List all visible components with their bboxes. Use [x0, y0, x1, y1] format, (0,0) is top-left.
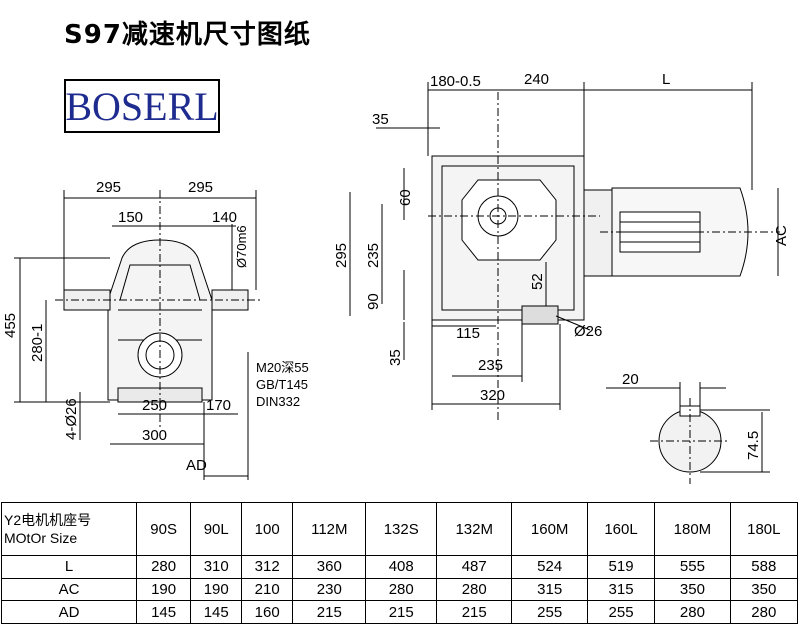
table-row: AC 190 190 210 230 280 280 315 315 350 3…: [1, 577, 799, 602]
table-cell: 315: [586, 577, 656, 602]
side-dim-235: 235: [365, 243, 382, 268]
size-cell: 180L: [729, 502, 799, 556]
side-dim-115: 115: [456, 325, 480, 342]
front-shaft-diameter: Ø70m6: [234, 225, 249, 268]
front-view: [14, 190, 260, 480]
front-note-3: DIN332: [256, 394, 300, 409]
front-dim-455: 455: [2, 313, 19, 338]
side-dim-ac: AC: [773, 225, 790, 246]
front-dim-295-right: 295: [188, 179, 213, 196]
front-note-1: M20深55: [256, 360, 309, 375]
table-cell: 555: [654, 555, 731, 579]
shaft-height: 74.5: [745, 431, 762, 460]
side-dim-90: 90: [365, 293, 382, 310]
table-cell: 280: [135, 555, 192, 579]
table-cell: 215: [365, 600, 438, 624]
table-cell: 190: [135, 577, 192, 602]
table-cell: 280: [365, 577, 438, 602]
size-cell: 90S: [135, 502, 192, 556]
table-row: L 280 310 312 360 408 487 524 519 555 58…: [1, 555, 799, 579]
size-cell: 132M: [436, 502, 513, 556]
front-dim-ad: AD: [186, 457, 207, 474]
table-cell: 280: [654, 600, 731, 624]
side-dim-52: 52: [529, 273, 546, 290]
side-dim-35-top: 35: [372, 111, 389, 128]
table-cell: 280: [729, 600, 799, 624]
size-cell: 132S: [365, 502, 438, 556]
side-hole-diameter: Ø26: [574, 323, 602, 340]
table-cell: 408: [365, 555, 438, 579]
table-cell: 487: [436, 555, 513, 579]
table-cell: 524: [511, 555, 588, 579]
table-cell: 145: [190, 600, 243, 624]
table-cell: 350: [654, 577, 731, 602]
shaft-section: [606, 382, 770, 484]
table-cell: 519: [586, 555, 656, 579]
shaft-key-width: 20: [622, 371, 639, 388]
table-header-row: Y2电机机座号 MOtOr Size 90S 90L 100 112M 132S…: [1, 502, 799, 556]
side-dim-235-bottom: 235: [478, 357, 503, 374]
page-title: S97减速机尺寸图纸: [64, 20, 311, 50]
table-cell: 145: [135, 600, 192, 624]
table-cell: 160: [241, 600, 294, 624]
table-cell: 230: [292, 577, 367, 602]
table-header-label: Y2电机机座号 MOtOr Size: [1, 502, 137, 556]
front-dim-170: 170: [206, 397, 231, 414]
front-dim-280: 280-1: [29, 324, 46, 362]
side-dim-180: 180-0.5: [430, 73, 481, 90]
row-label: AD: [1, 600, 137, 624]
side-dim-60: 60: [397, 189, 414, 206]
header-label-cn: Y2电机机座号: [4, 512, 92, 528]
table-cell: 310: [190, 555, 243, 579]
side-view: [349, 82, 780, 420]
table-cell: 588: [729, 555, 799, 579]
table-cell: 215: [436, 600, 513, 624]
header-label-en: MOtOr Size: [4, 530, 78, 546]
size-cell: 112M: [292, 502, 367, 556]
table-cell: 210: [241, 577, 294, 602]
table-cell: 360: [292, 555, 367, 579]
size-cell: 180M: [654, 502, 731, 556]
table-cell: 350: [729, 577, 799, 602]
table-row: AD 145 145 160 215 215 215 255 255 280 2…: [1, 600, 799, 624]
front-bolt-holes: 4-Ø26: [63, 398, 80, 440]
side-dim-320: 320: [480, 387, 505, 404]
table-cell: 190: [190, 577, 243, 602]
size-cell: 160M: [511, 502, 588, 556]
table-cell: 312: [241, 555, 294, 579]
front-dim-250: 250: [142, 397, 167, 414]
size-cell: 90L: [190, 502, 243, 556]
dimension-table: Y2电机机座号 MOtOr Size 90S 90L 100 112M 132S…: [1, 502, 799, 624]
table-cell: 280: [436, 577, 513, 602]
technical-drawing: 295 295 150 140 Ø70m6 455 280-1 4-Ø26 M2…: [2, 71, 790, 484]
row-label: L: [1, 555, 137, 579]
side-dim-l: L: [662, 71, 670, 88]
side-dim-35-bottom: 35: [387, 349, 404, 366]
front-dim-300: 300: [142, 427, 167, 444]
table-cell: 255: [586, 600, 656, 624]
size-cell: 160L: [586, 502, 656, 556]
front-dim-140: 140: [212, 209, 237, 226]
table-cell: 215: [292, 600, 367, 624]
table-cell: 315: [511, 577, 588, 602]
front-dim-150: 150: [118, 209, 143, 226]
front-dim-295-left: 295: [96, 179, 121, 196]
side-dim-295: 295: [333, 243, 350, 268]
row-label: AC: [1, 577, 137, 602]
side-dim-240: 240: [524, 71, 549, 88]
size-cell: 100: [241, 502, 294, 556]
brand-logo: BOSERL: [64, 79, 220, 133]
front-note-2: GB/T145: [256, 377, 308, 392]
table-cell: 255: [511, 600, 588, 624]
